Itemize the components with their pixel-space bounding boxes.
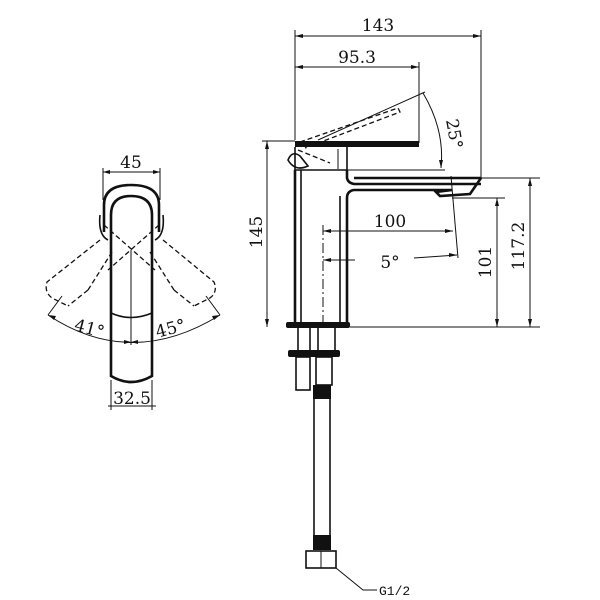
dimension-101: 101	[452, 197, 505, 327]
dimension-45: 45	[102, 153, 161, 200]
right-rotation-label: 45°	[154, 316, 188, 343]
dimension-117-2: 117.2	[350, 177, 540, 328]
dimension-100: 100	[323, 212, 453, 233]
top-view: 45 41° 45°	[45, 153, 221, 410]
lever-length-label: 95.3	[338, 48, 376, 68]
rotation-arc: 41° 45°	[47, 295, 221, 344]
width-label: 45	[120, 153, 142, 173]
base-width-label: 32.5	[113, 389, 151, 409]
overall-length-label: 143	[362, 16, 394, 36]
lever-angle-dimension: 25°	[297, 91, 466, 171]
spout-reach-label: 100	[374, 212, 406, 232]
connection-label: G1/2	[379, 584, 410, 599]
side-view: 143 95.3 25°	[247, 16, 540, 599]
spout-height-label: 117.2	[509, 222, 529, 271]
handle-top-outline	[98, 183, 165, 384]
spout-angle-label: 5°	[380, 253, 399, 273]
faucet-body	[286, 141, 483, 328]
lever-angle-label: 25°	[441, 117, 466, 150]
dimension-32-5: 32.5	[108, 380, 156, 410]
supply-hose: G1/2	[288, 328, 410, 599]
spout-angle-dimension: 5°	[323, 175, 459, 273]
dimension-95-3: 95.3	[295, 48, 420, 143]
overall-height-label: 145	[247, 216, 267, 248]
dimension-143: 143	[294, 16, 482, 178]
rotated-handle-positions	[45, 224, 216, 307]
left-rotation-label: 41°	[72, 316, 106, 343]
outlet-height-label: 101	[476, 246, 496, 278]
dimension-145: 145	[247, 140, 295, 327]
